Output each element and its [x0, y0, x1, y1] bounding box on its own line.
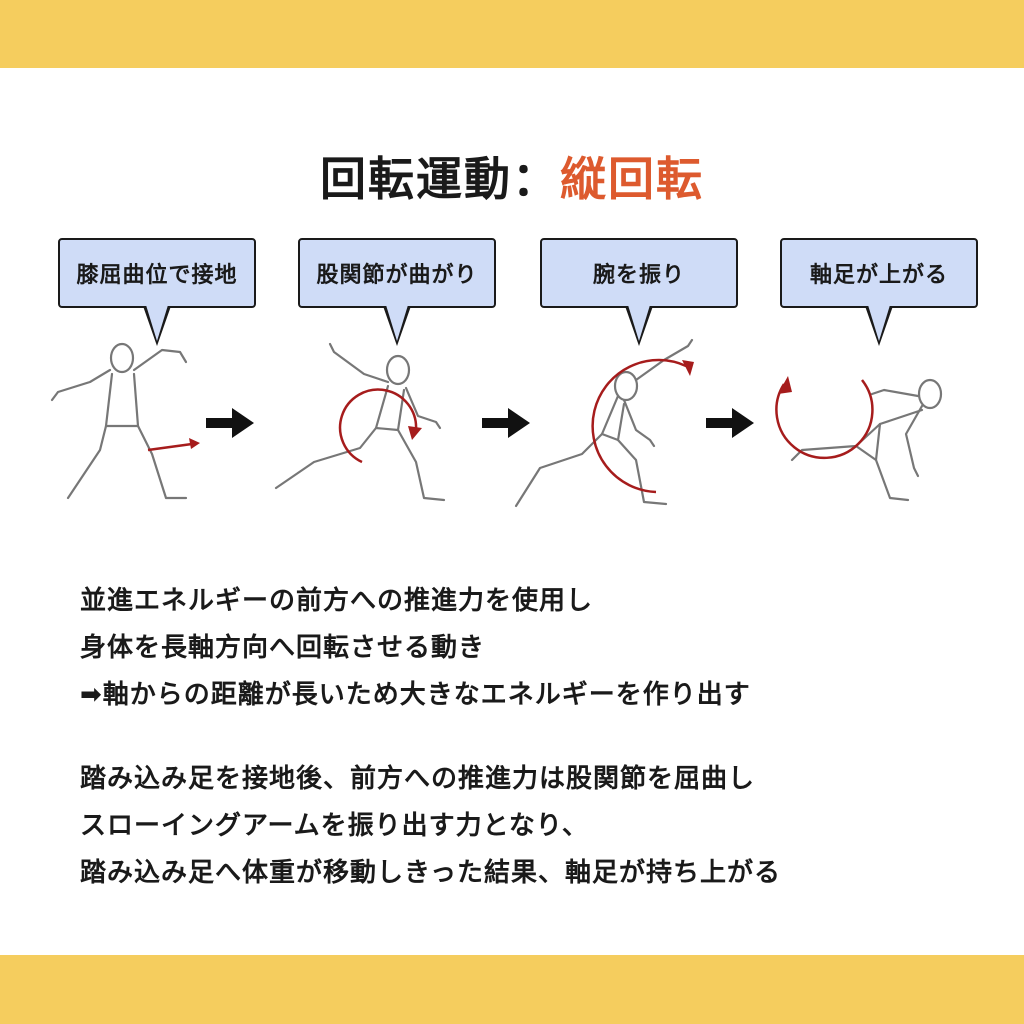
step-1-callout: 膝屈曲位で接地 [58, 238, 256, 308]
description-block-2: 踏み込み足を接地後、前方への推進力は股関節を屈曲し スローイングアームを振り出す… [80, 756, 980, 897]
step-4-label: 軸足が上がる [809, 263, 948, 288]
step-3-rotation-arrow [591, 358, 694, 494]
step-4-rotation-arrow [775, 376, 874, 460]
step-4-callout: 軸足が上がる [780, 238, 978, 308]
bottom-band [0, 955, 1024, 1024]
step-2-pitcher-figure [274, 342, 446, 502]
next-arrow-icon [206, 408, 254, 438]
step-2-rotation-arrow [338, 388, 422, 464]
description-line: スローイングアームを振り出す力となり、 [80, 811, 589, 841]
description-block-1: 並進エネルギーの前方への推進力を使用し 身体を長軸方向へ回転させる動き ➡︎軸か… [80, 578, 980, 719]
title-main: 回転運動： [320, 151, 560, 206]
step-3-pitcher-figure [514, 338, 694, 508]
next-arrow-icon [482, 408, 530, 438]
description-line: ➡︎軸からの距離が長いため大きなエネルギーを作り出す [80, 680, 751, 710]
motion-sequence: 膝屈曲位で接地 股関節が曲がり [0, 232, 1024, 532]
next-arrow-icon [706, 408, 754, 438]
description-line: 並進エネルギーの前方への推進力を使用し [80, 586, 594, 616]
title-accent: 縦回転 [560, 151, 704, 206]
step-4-pitcher-figure [775, 376, 943, 502]
step-2-label: 股関節が曲がり [316, 263, 478, 288]
step-3-label: 腕を振り [592, 263, 685, 288]
step-2-callout: 股関節が曲がり [298, 238, 496, 308]
description-line: 踏み込み足を接地後、前方への推進力は股関節を屈曲し [80, 764, 756, 794]
description-line: 踏み込み足へ体重が移動しきった結果、軸足が持ち上がる [80, 858, 781, 888]
step-1-pitcher-figure [50, 342, 200, 500]
page-title: 回転運動：縦回転 [0, 143, 1024, 209]
description-line: 身体を長軸方向へ回転させる動き [80, 633, 486, 663]
step-1-forward-arrow [147, 438, 200, 452]
step-3-callout: 腕を振り [540, 238, 738, 308]
step-1-label: 膝屈曲位で接地 [76, 263, 238, 288]
top-band [0, 0, 1024, 68]
